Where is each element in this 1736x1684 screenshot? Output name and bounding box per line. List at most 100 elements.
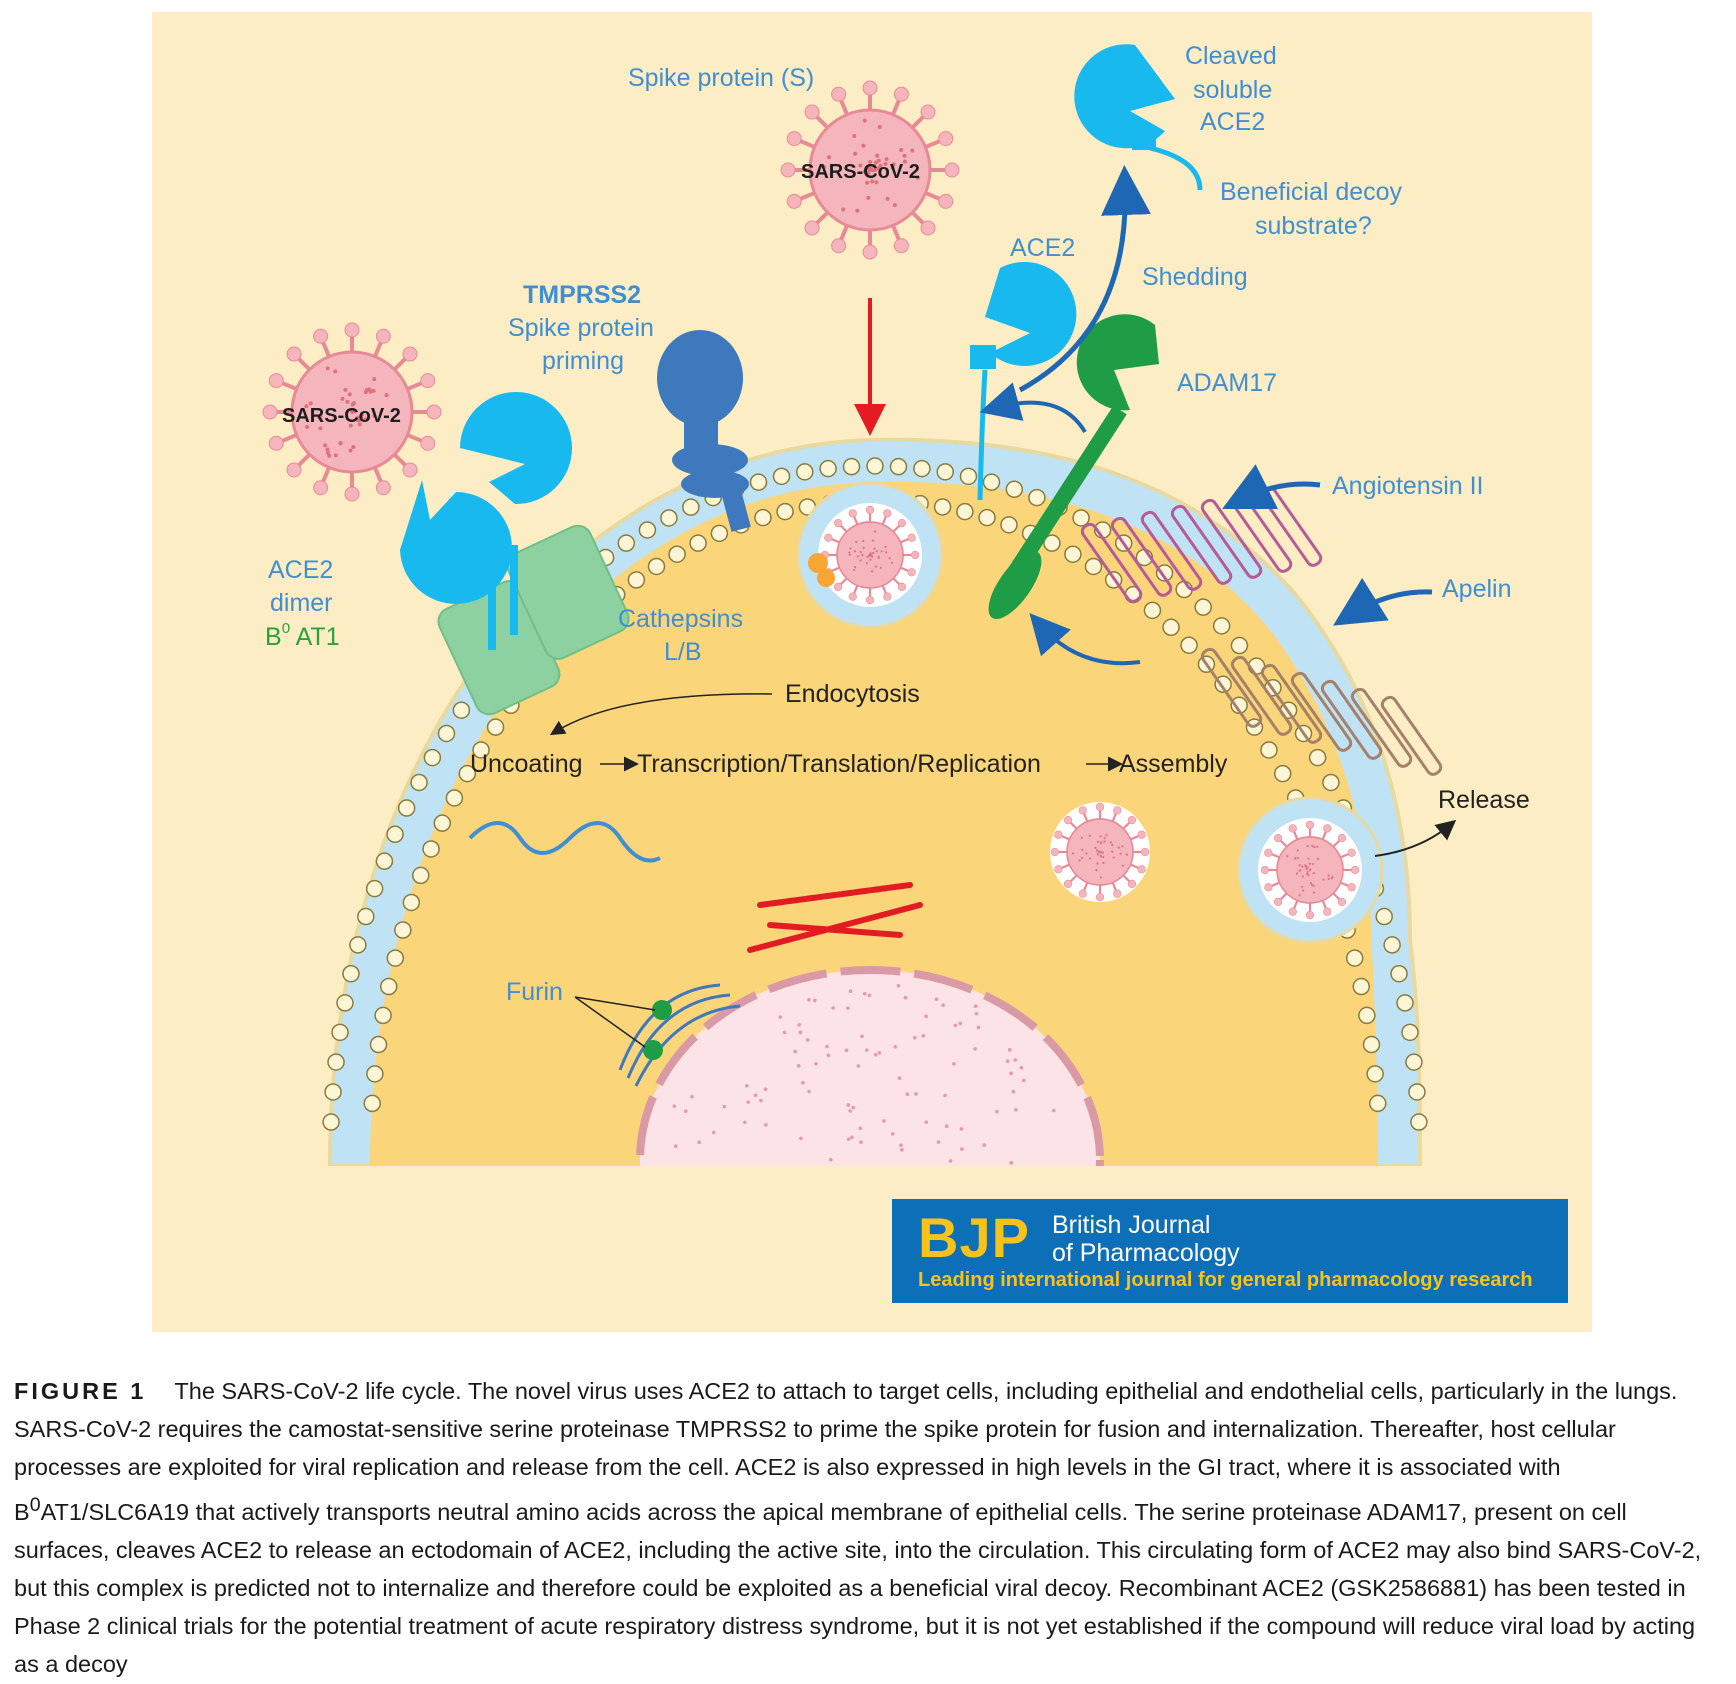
lipid-head (711, 525, 727, 541)
virus-spike-head (1141, 848, 1149, 856)
lipid-head (890, 459, 906, 475)
lipid-head (1144, 602, 1160, 618)
virus-dot (1313, 872, 1315, 874)
lipid-head (1195, 599, 1211, 615)
nucleus-dot (764, 1088, 768, 1092)
virus-dot (1313, 892, 1315, 894)
nucleus-dot (891, 1132, 895, 1136)
virus-dot (1317, 858, 1319, 860)
virus-spike-head (908, 568, 916, 576)
virus-spike-head (849, 509, 857, 517)
lipid-head (1347, 950, 1363, 966)
virus-dot (1299, 894, 1301, 896)
lipid-head (1406, 1054, 1422, 1070)
journal-name-line-2: of Pharmacology (1052, 1239, 1240, 1267)
virus-dot (385, 393, 389, 397)
virus-spike-head (1323, 908, 1331, 916)
virus-dot (351, 445, 355, 449)
virus-spike-head (1261, 866, 1269, 874)
lipid-head (1391, 966, 1407, 982)
nucleus-dot (857, 1064, 861, 1068)
virus-dot (893, 203, 897, 207)
lipid-head (957, 504, 973, 520)
lipid-head (387, 826, 403, 842)
lipid-head (358, 909, 374, 925)
nucleus-dot (783, 1031, 787, 1035)
nucleus-dot (863, 992, 867, 996)
virus-dot (340, 397, 344, 401)
label-transcription: Transcription/Translation/Replication (637, 750, 1041, 778)
nucleus-dot (850, 1136, 854, 1140)
nucleus-dot (1014, 1108, 1018, 1112)
nucleus-dot (960, 1147, 964, 1151)
virus-dot (1307, 845, 1309, 847)
virus-dot (1313, 846, 1315, 848)
virus-spike-head (805, 221, 819, 235)
virus-spike-head (834, 583, 842, 591)
lipid-head (1006, 481, 1022, 497)
nucleus-dot (906, 1092, 910, 1096)
nucleus-dot (1009, 1161, 1013, 1165)
lipid-head (1231, 638, 1247, 654)
virus-spike-head (863, 81, 877, 95)
virus-dot (1307, 858, 1309, 860)
nucleus-dot (801, 1081, 805, 1085)
lipid-head (1411, 1114, 1427, 1130)
caption-label: FIGURE 1 (14, 1378, 146, 1404)
nucleus-dot (697, 1141, 701, 1145)
label-sars-left: SARS-CoV-2 (282, 405, 401, 427)
nucleus-dot (935, 997, 939, 1001)
lipid-head (1214, 618, 1230, 634)
nucleus-dot (898, 1076, 902, 1080)
lipid-head (639, 522, 655, 538)
virus-spike-head (403, 463, 417, 477)
lipid-head (1384, 937, 1400, 953)
label-endocytosis: Endocytosis (785, 680, 920, 708)
virus-spike-head (421, 374, 435, 388)
virus-spike-head (263, 405, 277, 419)
nucleus-dot (897, 984, 901, 988)
virus-dot (348, 392, 352, 396)
virus-spike-head (883, 509, 891, 517)
nucleus-dot (868, 994, 872, 998)
virus-dot (1118, 847, 1120, 849)
nucleus-dot (1014, 1058, 1018, 1062)
nucleus-dot (893, 1045, 897, 1049)
virus-spike-head (1079, 890, 1087, 898)
virus-spike-head (866, 506, 874, 514)
virus-dot (874, 531, 876, 533)
virus-dot (1299, 869, 1301, 871)
virus-dot (1100, 851, 1102, 853)
virus-dot (875, 566, 877, 568)
label-assembly: Assembly (1119, 750, 1228, 778)
virus-dot (1104, 837, 1106, 839)
virus-spike-head (1306, 911, 1314, 919)
label-ace2-dimer-1: ACE2 (268, 556, 333, 584)
virus-dot (1089, 835, 1091, 837)
nucleus-dot (690, 1095, 694, 1099)
nucleus-dot (723, 1105, 727, 1109)
lipid-head (683, 499, 699, 515)
nucleus-dot (922, 1034, 926, 1038)
virus-dot (1327, 878, 1329, 880)
virus-dot (866, 556, 868, 558)
virus-spike-head (1054, 865, 1062, 873)
virus-dot (878, 125, 882, 129)
nucleus-dot (746, 1100, 750, 1104)
lipid-head (935, 499, 951, 515)
virus-dot (855, 541, 857, 543)
virus-spike-head (863, 245, 877, 259)
lipid-head (867, 458, 883, 474)
virus-dot (869, 559, 871, 561)
virus-spike-head (427, 405, 441, 419)
lipid-head (1085, 558, 1101, 574)
nucleus-dot (847, 1103, 851, 1107)
virus-dot (338, 441, 342, 445)
lipid-head (1402, 1024, 1418, 1040)
label-priming-2: priming (542, 347, 624, 375)
virus-dot (1102, 852, 1104, 854)
nucleus-dot (846, 1006, 850, 1010)
nucleus-dot (845, 1049, 849, 1053)
nucleus-dot (1022, 1079, 1026, 1083)
label-shedding: Shedding (1142, 263, 1248, 291)
